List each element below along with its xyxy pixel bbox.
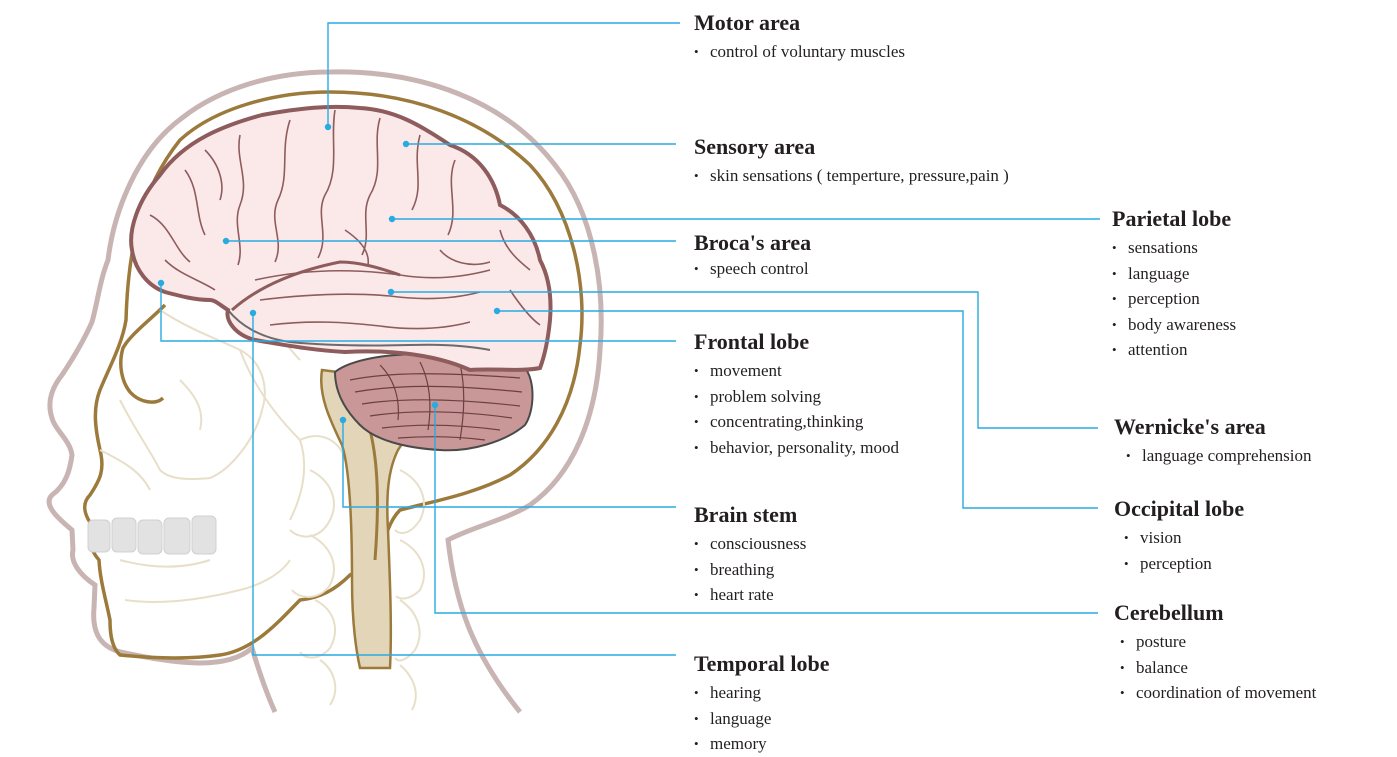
list-item: movement — [694, 358, 899, 384]
temporal-lobe-title: Temporal lobe — [694, 651, 829, 677]
list-item: hearing — [694, 680, 829, 706]
brain-stem-title: Brain stem — [694, 502, 806, 528]
list-item: posture — [1120, 629, 1316, 655]
label-cerebellum: Cerebellum posture balance coordination … — [1114, 600, 1316, 706]
label-frontal-lobe: Frontal lobe movement problem solving co… — [694, 329, 899, 460]
list-item: skin sensations ( temperture, pressure,p… — [694, 163, 1009, 189]
wernickes-area-list: language comprehension — [1126, 443, 1311, 469]
sensory-area-title: Sensory area — [694, 134, 1009, 160]
list-item: concentrating,thinking — [694, 409, 899, 435]
list-item: language — [1112, 261, 1236, 287]
list-item: perception — [1124, 551, 1244, 577]
list-item: speech control — [694, 256, 811, 282]
brain-stem-list: consciousness breathing heart rate — [694, 531, 806, 608]
list-item: language — [694, 706, 829, 732]
label-parietal-lobe: Parietal lobe sensations language percep… — [1112, 206, 1236, 363]
list-item: coordination of movement — [1120, 680, 1316, 706]
list-item: balance — [1120, 655, 1316, 681]
list-item: memory — [694, 731, 829, 757]
label-temporal-lobe: Temporal lobe hearing language memory — [694, 651, 829, 757]
list-item: problem solving — [694, 384, 899, 410]
frontal-lobe-list: movement problem solving concentrating,t… — [694, 358, 899, 460]
brocas-area-title: Broca's area — [694, 230, 811, 256]
label-brocas-area: Broca's area speech control — [694, 230, 811, 282]
occipital-lobe-list: vision perception — [1124, 525, 1244, 576]
list-item: breathing — [694, 557, 806, 583]
list-item: language comprehension — [1126, 443, 1311, 469]
list-item: control of voluntary muscles — [694, 39, 905, 65]
label-occipital-lobe: Occipital lobe vision perception — [1114, 496, 1244, 576]
temporal-lobe-list: hearing language memory — [694, 680, 829, 757]
list-item: behavior, personality, mood — [694, 435, 899, 461]
label-sensory-area: Sensory area skin sensations ( tempertur… — [694, 134, 1009, 189]
label-motor-area: Motor area control of voluntary muscles — [694, 10, 905, 65]
motor-area-list: control of voluntary muscles — [694, 39, 905, 65]
label-brain-stem: Brain stem consciousness breathing heart… — [694, 502, 806, 608]
list-item: consciousness — [694, 531, 806, 557]
occipital-lobe-title: Occipital lobe — [1114, 496, 1244, 522]
frontal-lobe-title: Frontal lobe — [694, 329, 899, 355]
label-wernickes-area: Wernicke's area language comprehension — [1114, 414, 1311, 469]
wernickes-area-title: Wernicke's area — [1114, 414, 1311, 440]
list-item: heart rate — [694, 582, 806, 608]
parietal-lobe-title: Parietal lobe — [1112, 206, 1236, 232]
sensory-area-list: skin sensations ( temperture, pressure,p… — [694, 163, 1009, 189]
brocas-area-list: speech control — [694, 256, 811, 282]
list-item: body awareness — [1112, 312, 1236, 338]
parietal-lobe-list: sensations language perception body awar… — [1112, 235, 1236, 363]
list-item: vision — [1124, 525, 1244, 551]
cerebellum-title: Cerebellum — [1114, 600, 1316, 626]
motor-area-title: Motor area — [694, 10, 905, 36]
teeth — [88, 516, 216, 554]
list-item: sensations — [1112, 235, 1236, 261]
list-item: attention — [1112, 337, 1236, 363]
cerebellum-list: posture balance coordination of movement — [1120, 629, 1316, 706]
list-item: perception — [1112, 286, 1236, 312]
